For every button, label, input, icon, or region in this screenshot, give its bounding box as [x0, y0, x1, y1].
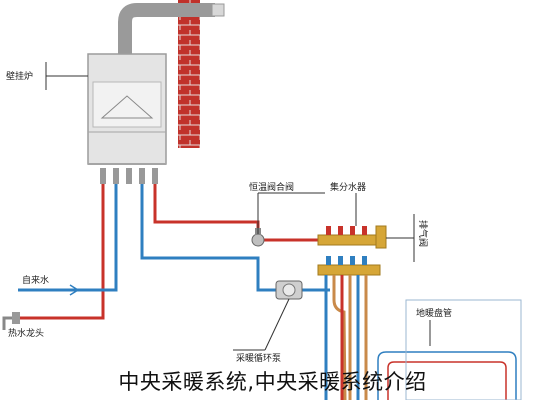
heating-return-pipe [140, 184, 330, 292]
boiler-fittings [100, 168, 158, 184]
floor-coil-label: 地暖盘管 [416, 307, 452, 319]
boiler-label: 壁挂炉 [6, 70, 33, 82]
chimney [178, 0, 200, 148]
flue-pipe [118, 3, 225, 55]
mixing-valve-label: 恒温阀合阀 [249, 181, 294, 193]
boiler [87, 53, 167, 165]
hot-water-tap-label: 热水龙头 [8, 327, 44, 339]
exhaust-valve-leader [386, 214, 415, 262]
manifold-label: 集分水器 [330, 181, 366, 193]
hot-water-pipe [18, 184, 105, 320]
manifold [317, 225, 387, 276]
cold-water-pipe [18, 184, 118, 292]
floor-pipes [324, 275, 368, 400]
circulation-pump [275, 280, 303, 300]
heating-supply-pipe [153, 184, 330, 242]
pump-leader [264, 298, 290, 351]
cold-water-label: 自来水 [22, 274, 49, 286]
boiler-leader [45, 62, 88, 90]
exhaust-valve-label: 排气阀 [417, 220, 429, 247]
floor-coil [377, 299, 522, 400]
hot-water-tap [2, 312, 20, 330]
caption: 中央采暖系统,中央采暖系统介绍 [118, 370, 427, 394]
circulation-pump-label: 采暖循环泵 [236, 352, 281, 364]
cold-water-arrow [69, 284, 80, 296]
